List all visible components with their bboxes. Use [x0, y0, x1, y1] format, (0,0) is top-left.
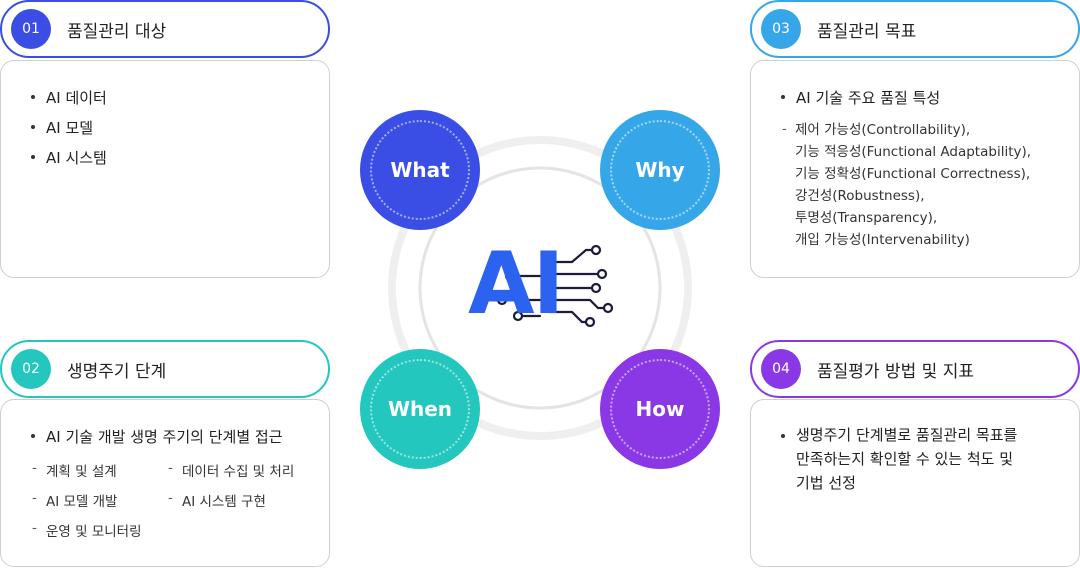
quality-line: 제어 가능성(Controllability),	[795, 122, 971, 138]
circle-why: Why	[600, 110, 720, 230]
circle-what: What	[360, 110, 480, 230]
dash-marker: -	[782, 121, 787, 137]
badge-03: 03	[761, 9, 801, 49]
title-03: 품질관리 목표	[817, 21, 917, 42]
quality-line: 개입 가능성(Intervenability)	[795, 232, 970, 248]
list-item: AI 시스템	[31, 149, 107, 167]
card-02	[0, 399, 330, 567]
list-item: AI 데이터	[31, 89, 107, 107]
circle-why-label: Why	[635, 158, 685, 182]
circle-when-label: When	[387, 397, 453, 421]
list-item: AI 기술 주요 품질 특성	[780, 89, 941, 107]
quality-line: 기능 정확성(Functional Correctness),	[795, 166, 1031, 182]
quality-line: 기능 적응성(Functional Adaptability),	[795, 144, 1032, 160]
dash-marker: -	[32, 490, 37, 506]
ai-logo: AI	[468, 234, 565, 334]
badge-01: 01	[11, 9, 51, 49]
badge-02: 02	[11, 349, 51, 389]
circuit-icon	[504, 248, 606, 324]
header-04: 04 품질평가 방법 및 지표	[750, 340, 1080, 398]
list-item: AI 모델	[30, 119, 94, 137]
card-03	[750, 60, 1080, 278]
sub-item: AI 모델 개발	[46, 494, 118, 510]
sub-item: 계획 및 설계	[46, 464, 117, 480]
header-03: 03 품질관리 목표	[750, 0, 1080, 58]
title-02: 생명주기 단계	[67, 361, 167, 382]
quality-characteristics: 제어 가능성(Controllability), 기능 적응성(Function…	[795, 119, 1031, 251]
dash-marker: -	[32, 520, 37, 536]
sub-item: 운영 및 모니터링	[46, 524, 142, 540]
title-04: 품질평가 방법 및 지표	[817, 361, 974, 382]
sub-item: AI 시스템 구현	[182, 494, 266, 510]
evaluation-line: 기법 선정	[796, 474, 856, 492]
inner-disc	[418, 166, 662, 410]
list-item	[781, 426, 797, 442]
circle-how: How	[600, 349, 720, 469]
card-04	[750, 399, 1080, 567]
header-01: 01 품질관리 대상	[0, 0, 330, 58]
dash-marker: -	[32, 460, 37, 476]
circle-what-label: What	[390, 158, 450, 182]
badge-04: 04	[761, 349, 801, 389]
evaluation-line: 만족하는지 확인할 수 있는 척도 및	[796, 450, 1014, 468]
list-item: AI 기술 개발 생명 주기의 단계별 접근	[31, 428, 283, 446]
dash-marker: -	[168, 490, 173, 506]
quality-line: 투명성(Transparency),	[795, 210, 938, 226]
circle-when: When	[360, 349, 480, 469]
outer-ring	[388, 136, 692, 440]
evaluation-description: 생명주기 단계별로 품질관리 목표를 만족하는지 확인할 수 있는 척도 및 기…	[796, 423, 1017, 495]
card-01	[0, 60, 330, 278]
dash-marker: -	[168, 460, 173, 476]
circle-how-label: How	[635, 397, 685, 421]
header-02: 02 생명주기 단계	[0, 340, 330, 398]
title-01: 품질관리 대상	[67, 21, 167, 42]
quality-line: 강건성(Robustness),	[795, 188, 925, 204]
evaluation-line: 생명주기 단계별로 품질관리 목표를	[796, 426, 1018, 444]
sub-item: 데이터 수집 및 처리	[182, 464, 295, 480]
